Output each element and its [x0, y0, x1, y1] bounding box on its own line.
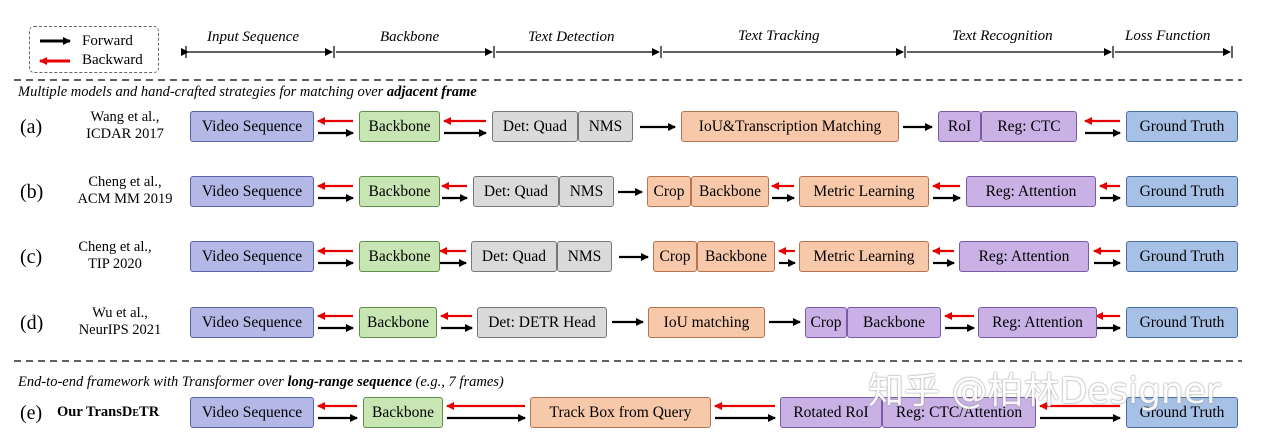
row-c-citation-author: Cheng et al.,	[78, 239, 152, 255]
row-c-arrows	[317, 247, 1121, 267]
header-backbone: Backbone	[380, 29, 440, 45]
row-d-video-sequence: Video Sequence	[190, 307, 314, 338]
row-a-nms: NMS	[578, 111, 633, 142]
row-b-reg-attention: Reg: Attention	[966, 176, 1096, 207]
row-c-backbone: Backbone	[359, 241, 440, 272]
row-d-det-detr-head: Det: DETR Head	[477, 307, 607, 338]
row-b-video-sequence: Video Sequence	[190, 176, 314, 207]
row-d-citation-venue: NeurIPS 2021	[78, 322, 162, 338]
row-e-track-box-from-query: Track Box from Query	[530, 397, 711, 428]
row-e-ground-truth: Ground Truth	[1126, 397, 1238, 428]
row-b-tracking-backbone: Backbone	[691, 176, 769, 207]
row-b-citation: Cheng et al., ACM MM 2019	[66, 174, 184, 208]
header-text-detection: Text Detection	[528, 29, 615, 45]
row-e-citation-model-name: DeTR	[121, 404, 160, 420]
row-b-arrows	[317, 182, 1121, 202]
row-a-ground-truth: Ground Truth	[1126, 111, 1238, 142]
row-d-iou-matching: IoU matching	[648, 307, 765, 338]
row-d-backbone: Backbone	[359, 307, 437, 338]
row-a-video-sequence: Video Sequence	[190, 111, 314, 142]
row-c-label: (c)	[20, 246, 43, 268]
row-b-label: (b)	[20, 181, 44, 203]
row-e-label: (e)	[20, 402, 43, 424]
row-e-citation-prefix: Our Trans	[57, 404, 122, 420]
row-c-ground-truth: Ground Truth	[1126, 241, 1238, 272]
header-text-recognition: Text Recognition	[952, 28, 1053, 44]
row-a-citation: Wang et al., ICDAR 2017	[70, 109, 180, 143]
section-note-long-range-prefix: End-to-end framework with Transformer ov…	[18, 374, 288, 390]
row-d-ground-truth: Ground Truth	[1126, 307, 1238, 338]
row-e-video-sequence: Video Sequence	[190, 397, 314, 428]
row-a-reg-ctc: Reg: CTC	[981, 111, 1077, 142]
row-c-citation: Cheng et al., TIP 2020	[60, 239, 170, 273]
row-b-citation-author: Cheng et al.,	[88, 174, 162, 190]
row-a-citation-venue: ICDAR 2017	[86, 126, 164, 142]
legend-arrows	[39, 37, 71, 65]
legend-forward-label: Forward	[82, 33, 133, 49]
row-c-crop: Crop	[653, 241, 697, 272]
row-c-video-sequence: Video Sequence	[190, 241, 314, 272]
row-b-citation-venue: ACM MM 2019	[77, 191, 173, 207]
row-c-det-quad: Det: Quad	[471, 241, 557, 272]
row-b-ground-truth: Ground Truth	[1126, 176, 1238, 207]
row-b-det-quad: Det: Quad	[473, 176, 559, 207]
section-note-adjacent: Multiple models and hand-crafted strateg…	[18, 84, 477, 101]
legend-backward-label: Backward	[82, 52, 143, 68]
row-d-label: (d)	[20, 312, 44, 334]
row-c-citation-venue: TIP 2020	[88, 256, 142, 272]
row-a-citation-author: Wang et al.,	[90, 109, 160, 125]
row-a-roi: RoI	[938, 111, 981, 142]
row-c-tracking-backbone: Backbone	[697, 241, 775, 272]
row-c-reg-attention: Reg: Attention	[959, 241, 1089, 272]
row-d-crop: Crop	[805, 307, 847, 338]
row-e-citation: Our TransDeTR	[57, 404, 159, 421]
row-d-reg-attention: Reg: Attention	[978, 307, 1097, 338]
row-b-metric-learning: Metric Learning	[799, 176, 929, 207]
row-a-label: (a)	[20, 116, 43, 138]
header-loss-function: Loss Function	[1125, 28, 1211, 44]
row-b-nms: NMS	[559, 176, 614, 207]
row-a-iou-transcription-matching: IoU&Transcription Matching	[681, 111, 899, 142]
legend: Forward Backward	[29, 26, 159, 73]
row-d-arrows	[317, 312, 1121, 332]
row-c-metric-learning: Metric Learning	[799, 241, 929, 272]
watermark: 知乎 @柏林Designer	[868, 371, 1221, 412]
row-d-recognition-backbone: Backbone	[847, 307, 941, 338]
row-b-crop: Crop	[647, 176, 691, 207]
header-dimension-lines	[181, 46, 1233, 58]
row-d-citation: Wu et al., NeurIPS 2021	[60, 305, 180, 339]
header-input-sequence: Input Sequence	[207, 29, 300, 45]
row-d-citation-author: Wu et al.,	[92, 305, 148, 321]
row-b-backbone: Backbone	[359, 176, 440, 207]
row-e-arrows	[317, 402, 1121, 422]
row-e-reg-ctc-attention: Reg: CTC/Attention	[882, 397, 1036, 428]
section-note-long-range: End-to-end framework with Transformer ov…	[18, 374, 504, 391]
row-a-backbone: Backbone	[359, 111, 440, 142]
row-e-rotated-roi: Rotated RoI	[780, 397, 882, 428]
row-a-det-quad: Det: Quad	[492, 111, 578, 142]
section-note-adjacent-prefix: Multiple models and hand-crafted strateg…	[18, 84, 387, 100]
row-e-backbone: Backbone	[363, 397, 443, 428]
section-note-long-range-suffix: (e.g., 7 frames)	[411, 374, 504, 390]
section-note-adjacent-bold: adjacent frame	[386, 84, 477, 100]
row-a-arrows	[317, 117, 1121, 137]
section-note-long-range-bold: long-range sequence	[287, 374, 412, 390]
row-c-nms: NMS	[557, 241, 612, 272]
header-text-tracking: Text Tracking	[738, 28, 820, 44]
